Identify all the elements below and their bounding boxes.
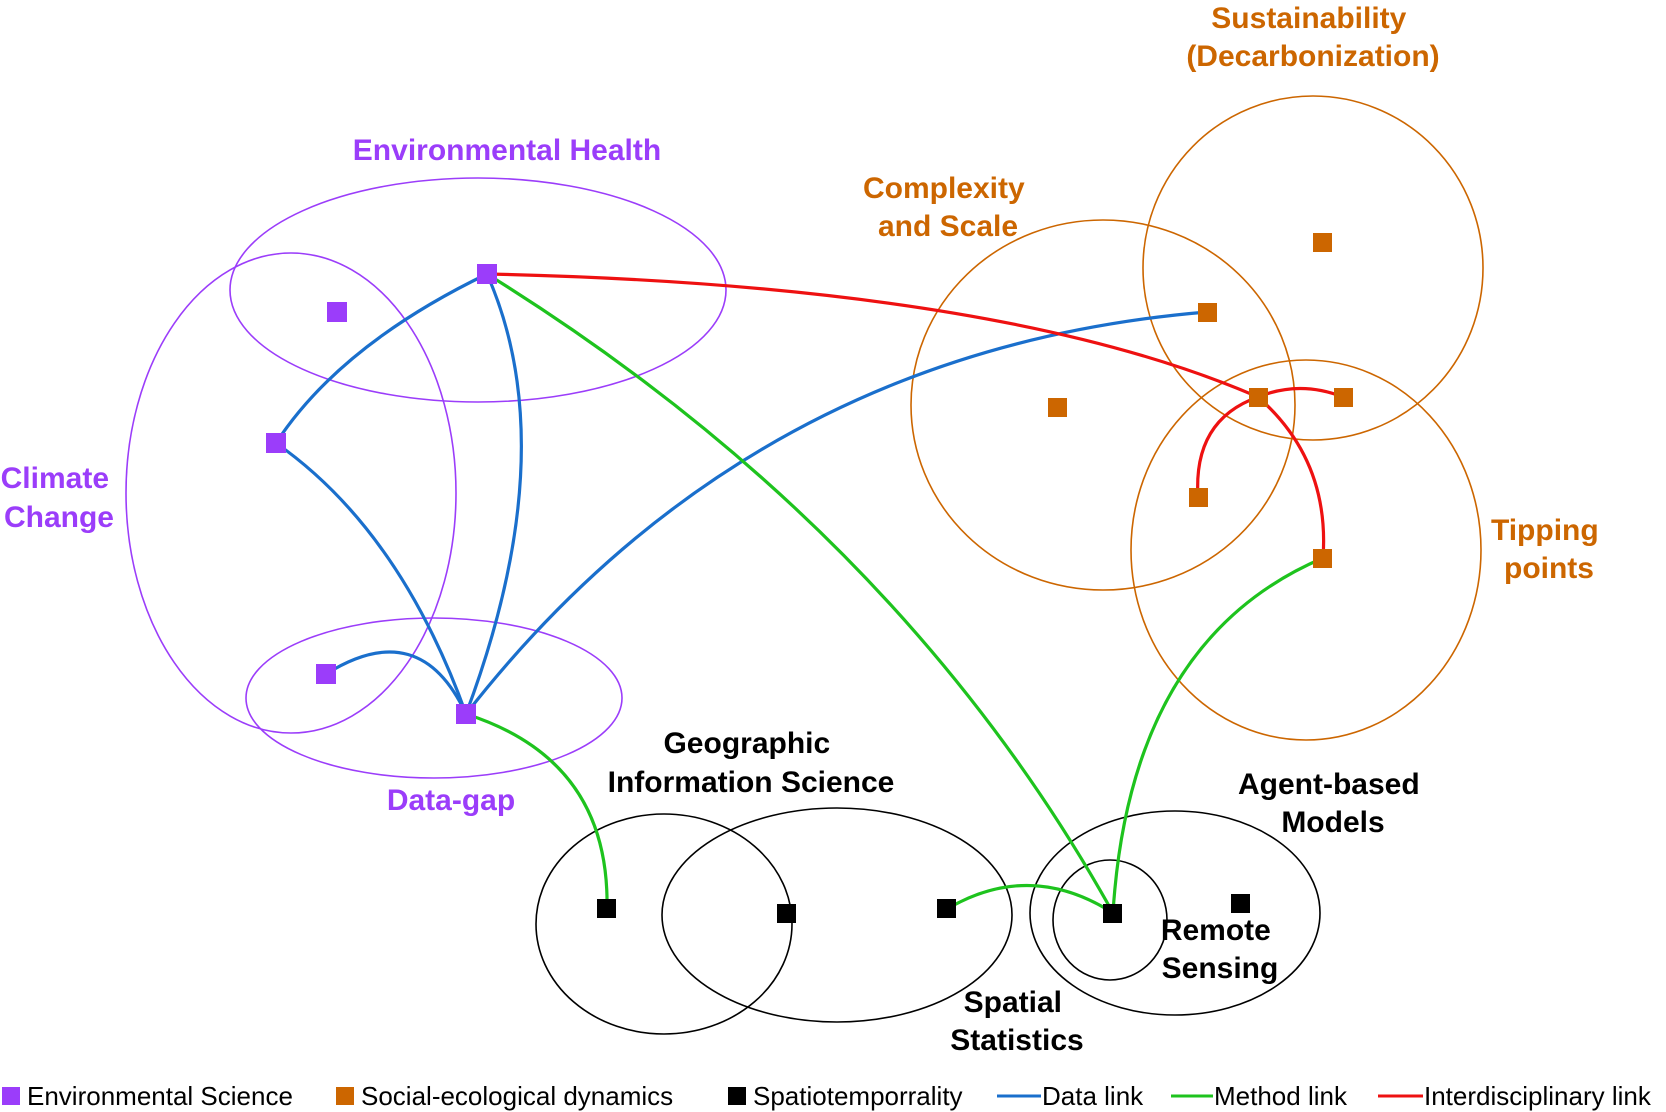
data-gap-label: Data-gap (387, 784, 515, 817)
data-links (274, 272, 1208, 715)
environmental-node (316, 664, 336, 684)
environmental-clusters (125, 177, 727, 779)
spatio-node (1231, 894, 1250, 913)
data-link (464, 310, 1208, 715)
interdisciplinary-link (1196, 395, 1259, 498)
complexity-scale-label: Complexity and Scale (863, 172, 1033, 243)
data-link (464, 273, 523, 715)
interdisciplinary-link (486, 272, 1259, 399)
social-node (1249, 388, 1268, 407)
legend-swatch-spatio (728, 1087, 746, 1105)
social-labels: Complexity and Scale Sustainability (Dec… (863, 2, 1607, 585)
tipping-points-label: Tipping points (1491, 514, 1607, 585)
environmental-node (456, 704, 476, 724)
spatio-node (597, 899, 616, 918)
gis-ellipse (535, 813, 793, 1035)
data-gap-ellipse (245, 617, 623, 779)
legend-label-spatio: Spatiotemporrality (753, 1081, 963, 1111)
sustainability-label: Sustainability (Decarbonization) (1186, 2, 1439, 73)
legend-label-method-link: Method link (1214, 1081, 1348, 1111)
environmental-node (327, 302, 347, 322)
data-link (325, 650, 468, 715)
data-link (275, 441, 468, 715)
environmental-nodes (266, 264, 497, 724)
social-node (1313, 549, 1332, 568)
spatio-nodes (597, 894, 1250, 923)
climate-change-ellipse (125, 252, 457, 734)
method-links (465, 272, 1324, 915)
spatial-statistics-label: Spatial Statistics (950, 986, 1083, 1057)
legend-label-data-link: Data link (1042, 1081, 1144, 1111)
gis-label: Geographic Information Science (608, 727, 895, 799)
spatio-node (777, 904, 796, 923)
method-link (946, 883, 1114, 915)
method-link (1111, 556, 1324, 914)
legend-label-environmental: Environmental Science (27, 1081, 293, 1111)
legend: Environmental Science Social-ecological … (2, 1081, 1652, 1111)
social-node (1189, 488, 1208, 507)
social-clusters (910, 95, 1484, 741)
climate-change-label: Climate Change (1, 462, 118, 534)
remote-sensing-label: Remote Sensing (1161, 914, 1279, 985)
spatio-node (937, 899, 956, 918)
complexity-scale-ellipse (910, 219, 1296, 591)
environmental-node (266, 433, 286, 453)
tipping-points-ellipse (1130, 359, 1482, 741)
social-nodes (1048, 233, 1353, 568)
sustainability-ellipse (1142, 95, 1484, 441)
social-node (1334, 388, 1353, 407)
social-node (1198, 303, 1217, 322)
data-link (274, 272, 488, 444)
remote-sensing-ellipse (1052, 859, 1168, 981)
legend-label-social: Social-ecological dynamics (361, 1081, 673, 1111)
spatio-node (1103, 904, 1122, 923)
method-link (465, 712, 609, 910)
spatial-statistics-ellipse (661, 807, 1013, 1023)
social-node (1313, 233, 1332, 252)
legend-label-interdisciplinary-link: Interdisciplinary link (1424, 1081, 1652, 1111)
environmental-node (477, 264, 497, 284)
agent-based-ellipse (1029, 810, 1321, 1016)
spatio-clusters (535, 807, 1321, 1035)
environmental-health-ellipse (229, 177, 727, 403)
legend-swatch-social (336, 1087, 354, 1105)
environmental-health-label: Environmental Health (353, 134, 661, 167)
spatio-labels: Geographic Information Science Spatial S… (608, 727, 1428, 1057)
interdisciplinary-link (1257, 386, 1344, 399)
environmental-labels: Environmental Health Climate Change Data… (1, 134, 662, 817)
social-node (1048, 398, 1067, 417)
method-link (486, 272, 1115, 914)
legend-swatch-environmental (2, 1087, 20, 1105)
agent-based-label: Agent-based Models (1238, 768, 1428, 839)
interdisciplinary-link (1256, 395, 1326, 559)
